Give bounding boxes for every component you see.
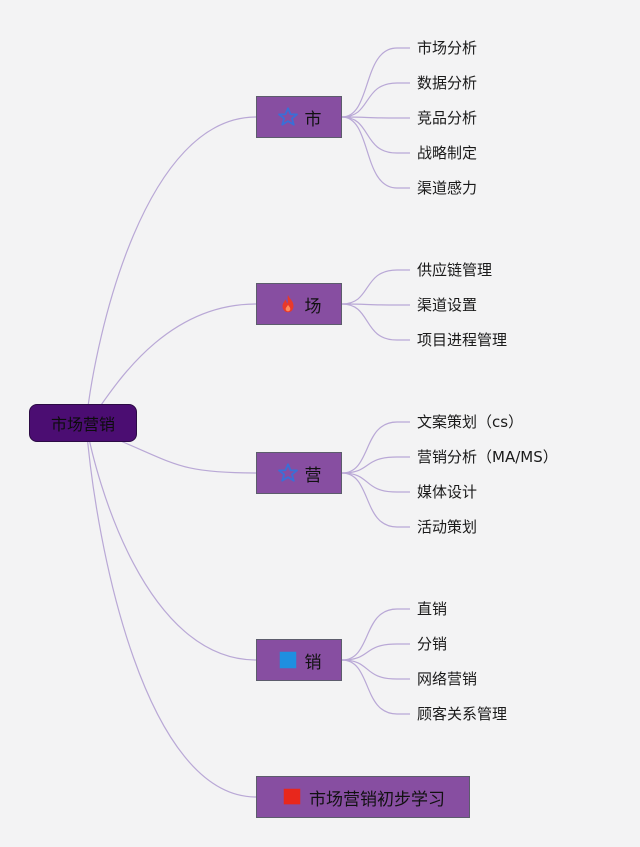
leaf-item[interactable]: 活动策划 (417, 518, 478, 536)
branch-to-leaf-connector (341, 303, 410, 341)
branch-to-leaf-connector (341, 116, 410, 119)
branch-label: 场 (304, 296, 322, 317)
branch-to-leaf-connector (341, 269, 410, 305)
branch-to-leaf-connector (341, 608, 410, 661)
leaf-item[interactable]: 顾客关系管理 (417, 705, 508, 723)
star-outline-icon (277, 462, 299, 484)
branch-node-shi[interactable]: 市 (256, 96, 342, 138)
leaf-item[interactable]: 分销 (417, 635, 448, 653)
leaf-item[interactable]: 文案策划（cs） (417, 413, 524, 431)
leaf-item[interactable]: 营销分析（MA/MS） (417, 448, 558, 466)
branch-node-intro-study[interactable]: 市场营销初步学习 (256, 776, 470, 818)
branch-to-leaf-connector (341, 82, 410, 118)
red-flag-icon (281, 786, 303, 808)
blue-square-icon (277, 649, 299, 671)
root-node[interactable]: 市场营销 (29, 404, 137, 442)
flame-icon (277, 293, 299, 315)
root-to-branch-connector (85, 422, 257, 798)
leaf-item[interactable]: 渠道感力 (417, 179, 478, 197)
leaf-item[interactable]: 供应链管理 (417, 261, 493, 279)
branch-to-leaf-connector (341, 472, 410, 493)
branch-label: 销 (304, 652, 322, 673)
branch-node-ying[interactable]: 营 (256, 452, 342, 494)
leaf-item[interactable]: 竞品分析 (417, 109, 478, 127)
root-to-branch-connector (85, 116, 257, 424)
leaf-item[interactable]: 网络营销 (417, 670, 478, 688)
star-outline-icon (277, 106, 299, 128)
branch-node-chang[interactable]: 场 (256, 283, 342, 325)
leaf-item[interactable]: 数据分析 (417, 74, 478, 92)
branch-to-leaf-connector (341, 659, 410, 680)
branch-to-leaf-connector (341, 456, 410, 474)
branch-node-xiao[interactable]: 销 (256, 639, 342, 681)
branch-to-leaf-connector (341, 421, 410, 474)
leaf-item[interactable]: 渠道设置 (417, 296, 478, 314)
root-to-branch-connector (105, 434, 257, 474)
leaf-item[interactable]: 直销 (417, 600, 448, 618)
branch-label: 营 (304, 465, 322, 486)
leaf-item[interactable]: 战略制定 (417, 144, 478, 162)
branch-to-leaf-connector (341, 47, 410, 118)
branch-to-leaf-connector (341, 659, 410, 715)
branch-label: 市场营销初步学习 (309, 789, 445, 810)
branch-to-leaf-connector (341, 116, 410, 189)
root-to-branch-connector (85, 422, 257, 661)
leaf-item[interactable]: 市场分析 (417, 39, 478, 57)
leaf-item[interactable]: 媒体设计 (417, 483, 478, 501)
branch-to-leaf-connector (341, 303, 410, 306)
branch-to-leaf-connector (341, 116, 410, 154)
branch-to-leaf-connector (341, 472, 410, 528)
branch-label: 市 (304, 109, 322, 130)
root-label: 市场营销 (50, 415, 115, 434)
leaf-item[interactable]: 项目进程管理 (417, 331, 508, 349)
branch-to-leaf-connector (341, 643, 410, 661)
